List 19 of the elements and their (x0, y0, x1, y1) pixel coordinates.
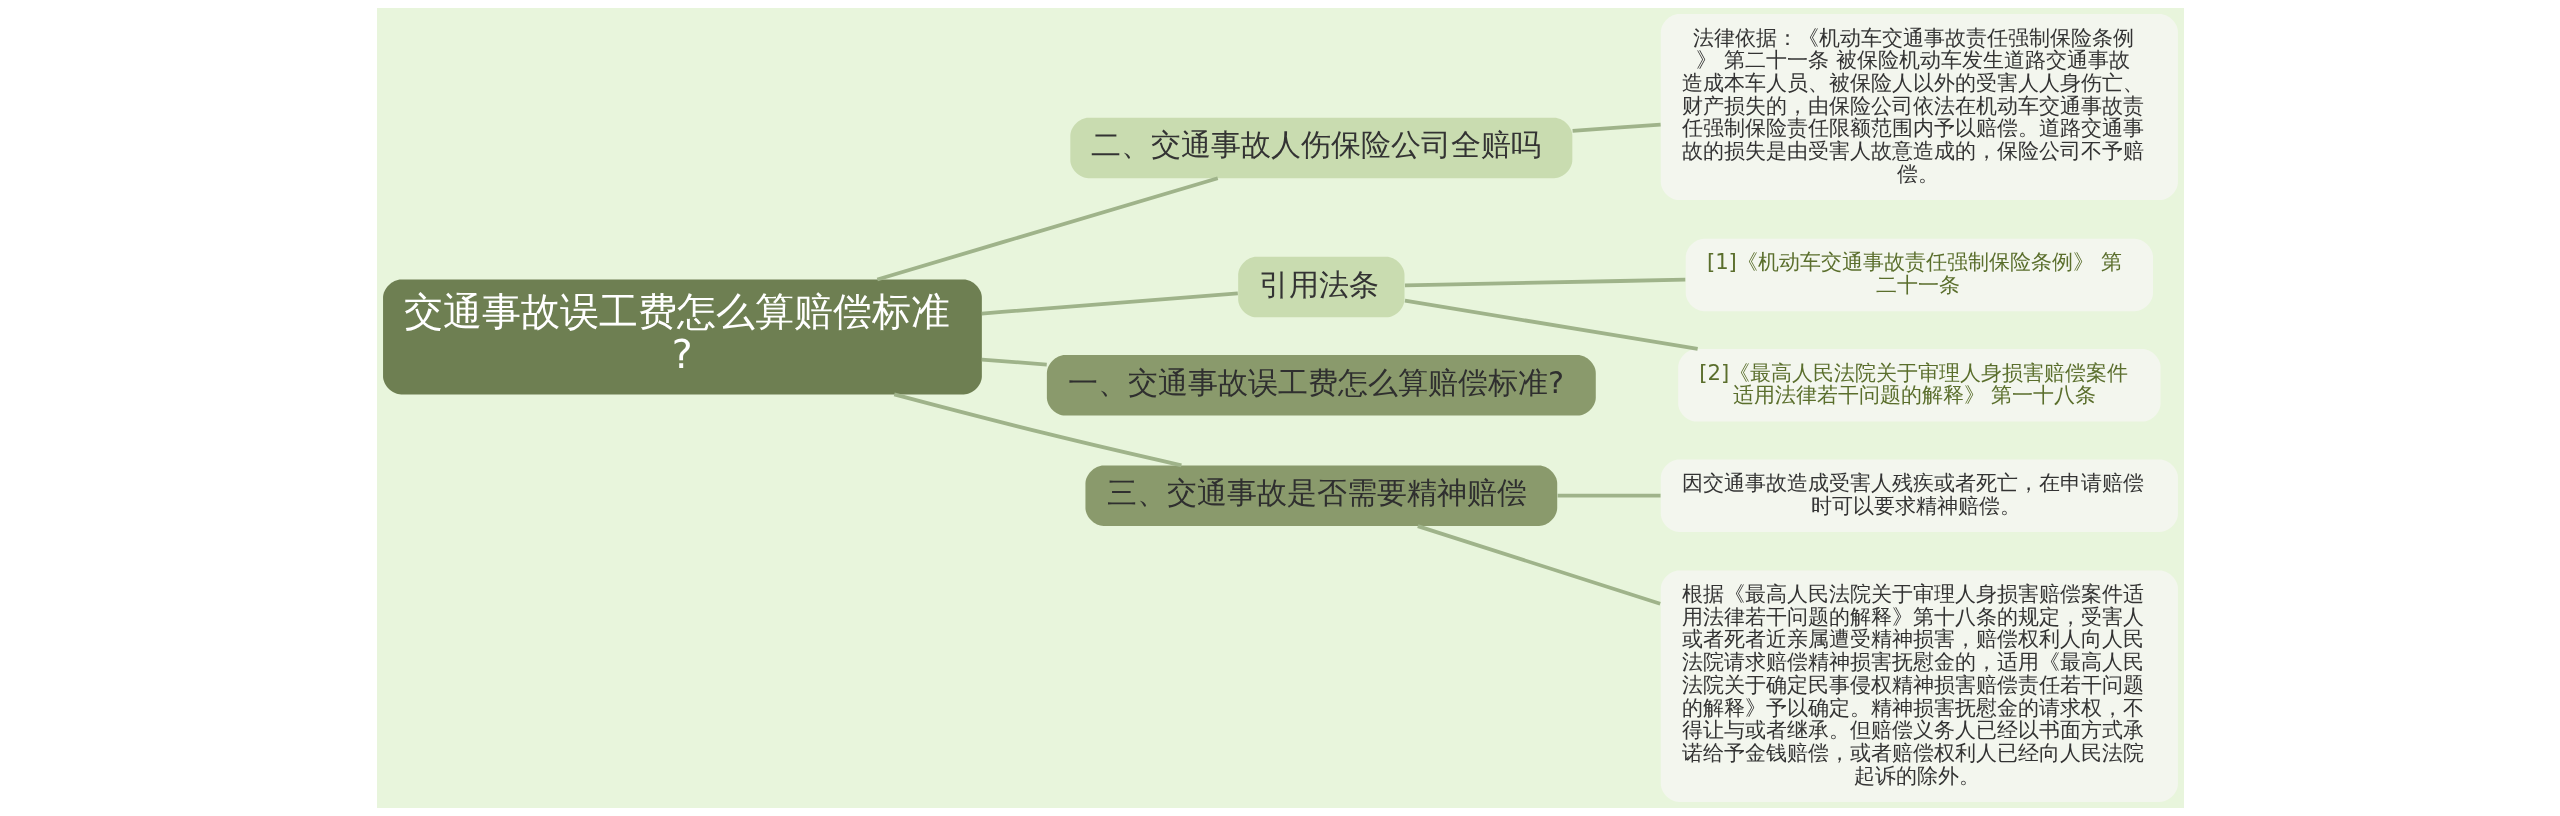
node-box: [2]《最高人民法院关于审理人身损害赔偿案件适用法律若干问题的解释》 第一十八条 (1677, 349, 2161, 422)
connector (893, 392, 1182, 468)
connector (1404, 277, 1685, 288)
node-box: [1]《机动车交通事故责任强制保险条例》 第二十一条 (1685, 238, 2153, 312)
node-box: 根据《最高人民法院关于审理人身损害赔偿案件适用法律若干问题的解释》第十八条的规定，受害人或者死者近亲属遭受精神损害，赔偿权利人向人民法院请求赔偿精神损害抚慰金的，适用《最高人民法院关于确定民事侵权精神损害赔偿责任若干问题的解释》予以确定。精神损害抚慰金的请求权，不得让与或者继承。但赔偿义务人已经以书面方式承诺给予金钱赔偿，或者赔偿权利人已经向人民法院起诉的除外。 (1660, 570, 2178, 802)
connector (981, 291, 1238, 316)
connector (1557, 493, 1661, 498)
node-box: 因交通事故造成受害人残疾或者死亡，在申请赔偿时可以要求精神赔偿。 (1660, 459, 2178, 532)
node-box: 引用法条 (1237, 256, 1404, 318)
connector (981, 357, 1047, 367)
connector (1404, 298, 1698, 351)
connector (1416, 524, 1661, 606)
node-box: 交通事故误工费怎么算赔偿标准? (382, 279, 982, 395)
node-box: 法律依据：《机动车交通事故责任强制保险条例》 第二十一条 被保险机动车发生道路交通事故造成本车人员、被保险人以外的受害人人身伤亡、财产损失的，由保险公司依法在机动车交通事故责任强制保险责任限额范围内予以赔偿。道路交通事故的损失是由受害人故意造成的，保险公司不予赔偿。 (1660, 14, 2178, 201)
connector (876, 176, 1218, 282)
node-box: 一、交通事故误工费怎么算赔偿标准? (1046, 355, 1596, 416)
connector (1571, 122, 1661, 133)
node-box: 二、交通事故人伤保险公司全赔吗 (1069, 117, 1572, 179)
node-box: 三、交通事故是否需要精神赔偿 (1084, 465, 1557, 526)
